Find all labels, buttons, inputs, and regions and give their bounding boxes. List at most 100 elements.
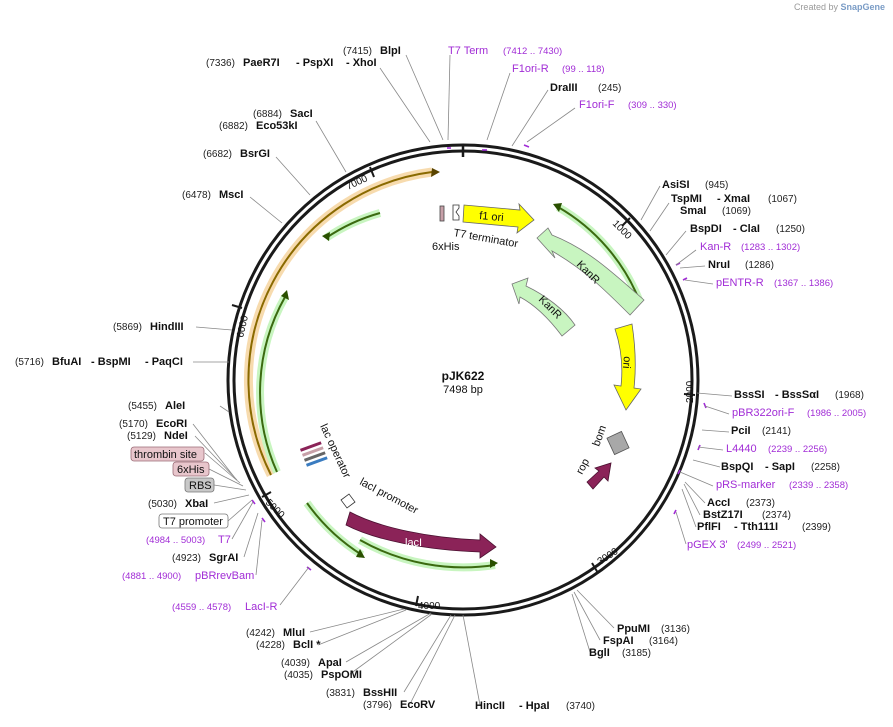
site-label-saci[interactable]: (6884) SacI <box>253 108 313 120</box>
site-label-nrui[interactable]: NruI (1286) <box>708 259 774 271</box>
rbs-box <box>184 477 215 493</box>
leader-bstz17i <box>683 483 701 516</box>
leader-t7-term <box>447 54 451 141</box>
feature-laci[interactable]: lacI <box>345 511 497 559</box>
feature-f1-ori[interactable]: f1 ori <box>462 202 535 234</box>
site-label-bsrgi[interactable]: (6682) BsrGI <box>203 148 270 160</box>
site-bspmi-name: - BspMI <box>91 356 131 368</box>
site-label-tspmi[interactable]: TspMI - XmaI (1067) <box>671 193 797 205</box>
site-bfuai-name: BfuAI <box>52 356 81 368</box>
site-label-msci[interactable]: (6478) MscI <box>182 189 243 201</box>
leader-fspai <box>573 591 601 641</box>
primer-t7-term-name: T7 Term <box>448 45 488 57</box>
primer-label-f1ori-f[interactable]: F1ori-F (309 .. 330) <box>579 99 677 111</box>
site-bstz17i-name: BstZ17I <box>703 509 743 521</box>
leader-apai <box>345 612 432 663</box>
site-label-bcli[interactable]: (4228) BclI * <box>256 639 321 651</box>
site-label-asisi[interactable]: AsiSI (945) <box>662 179 728 191</box>
site-label-hincii[interactable]: HincII - HpaI (3740) <box>475 700 595 712</box>
site-bfuai-pos: (5716) <box>15 357 44 368</box>
site-label-bstz17i[interactable]: BstZ17I (2374) <box>703 509 791 521</box>
site-label-bfuai[interactable]: (5716) BfuAI - BspMI - PaqCI <box>15 356 183 368</box>
rop-label: rop <box>574 457 592 477</box>
site-alei-pos: (5455) <box>128 401 157 412</box>
site-ecori-name: EcoRI <box>156 418 187 430</box>
site-label-alei[interactable]: (5455) AleI <box>128 400 185 412</box>
site-smai-pos: (1069) <box>722 206 751 217</box>
leader-mlui <box>309 608 405 633</box>
feature-laci-promoter[interactable]: lacI promoter <box>340 476 420 517</box>
boxed-label-thrombin-site[interactable]: thrombin site <box>130 446 205 462</box>
primer-label-f1ori-r[interactable]: F1ori-R (99 .. 118) <box>512 63 605 75</box>
primer-label-t7-term[interactable]: T7 Term (7412 .. 7430) <box>448 45 562 57</box>
primer-label-pbrrevbam[interactable]: (4881 .. 4900) pBRrevBam <box>122 570 254 582</box>
site-label-blpi[interactable]: (7415) BlpI <box>343 45 401 57</box>
tick-mark-4000 <box>415 595 419 607</box>
primer-label-l4440[interactable]: L4440 (2239 .. 2256) <box>726 443 827 455</box>
leader-psp-omi <box>349 613 433 675</box>
site-label-ecorv[interactable]: (3796) EcoRV <box>363 699 436 711</box>
boxed-label-rbs[interactable]: RBS <box>184 477 215 493</box>
feature-6xhis-top[interactable]: 6xHis <box>432 205 460 253</box>
leader-f1ori-r <box>486 72 511 141</box>
site-msci-name: MscI <box>219 189 243 201</box>
primer-label-prs-marker[interactable]: pRS-marker (2339 .. 2358) <box>716 479 848 491</box>
site-bspqi-name: BspQI <box>721 461 753 473</box>
primer-label-laci-r[interactable]: (4559 .. 4578) LacI-R <box>172 601 277 613</box>
site-label-paer7i[interactable]: (7336) PaeR7I - PspXI - XhoI <box>206 57 377 69</box>
site-label-eco53ki[interactable]: (6882) Eco53kI <box>219 120 298 132</box>
site-label-fspai[interactable]: FspAI (3164) <box>603 635 678 647</box>
primer-laci-r-range: (4559 .. 4578) <box>172 602 231 613</box>
site-label-sgrai[interactable]: (4923) SgrAI <box>172 552 238 564</box>
primer-label-pgex3[interactable]: pGEX 3' (2499 .. 2521) <box>687 539 796 551</box>
leader-pentr-r <box>684 279 714 285</box>
site-label-pcii[interactable]: PciI (2141) <box>731 425 791 437</box>
primer-label-pbr322ori-f[interactable]: pBR322ori-F (1986 .. 2005) <box>732 407 866 419</box>
site-saci-pos: (6884) <box>253 109 282 120</box>
leader-bsshii <box>403 614 452 693</box>
leader-paer7i <box>379 67 431 143</box>
site-bstz17i-pos: (2374) <box>762 510 791 521</box>
feature-rop[interactable]: rop <box>574 457 612 490</box>
site-label-ndei[interactable]: (5129) NdeI <box>127 430 188 442</box>
site-label-ppumi[interactable]: PpuMI (3136) <box>617 623 690 635</box>
primer-label-kan-r[interactable]: Kan-R (1283 .. 1302) <box>700 241 800 253</box>
feature-lac-operator[interactable]: lac operator <box>299 422 353 480</box>
primer-label-pentr-r[interactable]: pENTR-R (1367 .. 1386) <box>716 277 833 289</box>
leader-t7 <box>231 501 254 540</box>
site-label-acci[interactable]: AccI (2373) <box>707 497 775 509</box>
leader-rbs <box>213 484 247 491</box>
site-label-ecori[interactable]: (5170) EcoRI <box>119 418 187 430</box>
leader-laci-r <box>279 566 310 606</box>
leader-hincii <box>462 614 481 706</box>
site-bsshii-name: BssHII <box>363 687 397 699</box>
site-label-smai[interactable]: SmaI (1069) <box>680 205 751 217</box>
site-label-bspqi[interactable]: BspQI - SapI (2258) <box>721 461 840 473</box>
site-label-mlui[interactable]: (4242) MluI <box>246 627 305 639</box>
boxed-label-t7-promoter[interactable]: T7 promoter <box>158 513 229 529</box>
primer-f1ori-f-name: F1ori-F <box>579 99 615 111</box>
site-bsshii-pos: (3831) <box>326 688 355 699</box>
site-label-pflfi[interactable]: PflFI - Tth111I (2399) <box>697 521 831 533</box>
primer-label-t7[interactable]: (4984 .. 5003) T7 <box>146 534 231 546</box>
site-label-xbai[interactable]: (5030) XbaI <box>148 498 208 510</box>
site-label-apai[interactable]: (4039) ApaI <box>281 657 342 669</box>
site-label-bsshii[interactable]: (3831) BssHII <box>326 687 397 699</box>
feature-bom[interactable]: bom <box>591 424 630 456</box>
site-label-hindiii[interactable]: (5869) HindIII <box>113 321 184 333</box>
leader-f1ori-f <box>526 107 576 143</box>
boxed-label-6xhis[interactable]: 6xHis <box>172 461 210 477</box>
leader-saci <box>315 120 347 173</box>
site-xbai-pos: (5030) <box>148 499 177 510</box>
rop-arrow <box>586 462 612 490</box>
site-label-bgli[interactable]: BglI (3185) <box>589 647 651 659</box>
primer-kan-r-range: (1283 .. 1302) <box>741 242 800 253</box>
feature-ori[interactable]: ori <box>613 323 642 411</box>
site-draiii-name: DraIII <box>550 82 578 94</box>
site-label-draiii[interactable]: DraIII (245) <box>550 82 621 94</box>
site-label-bspdi[interactable]: BspDI - ClaI (1250) <box>690 223 805 235</box>
feature-kanr-2[interactable]: KanR <box>511 277 576 337</box>
site-label-bsssi[interactable]: BssSI - BssSαI (1968) <box>734 389 864 401</box>
site-label-pspomi[interactable]: (4035) PspOMI <box>284 669 362 681</box>
